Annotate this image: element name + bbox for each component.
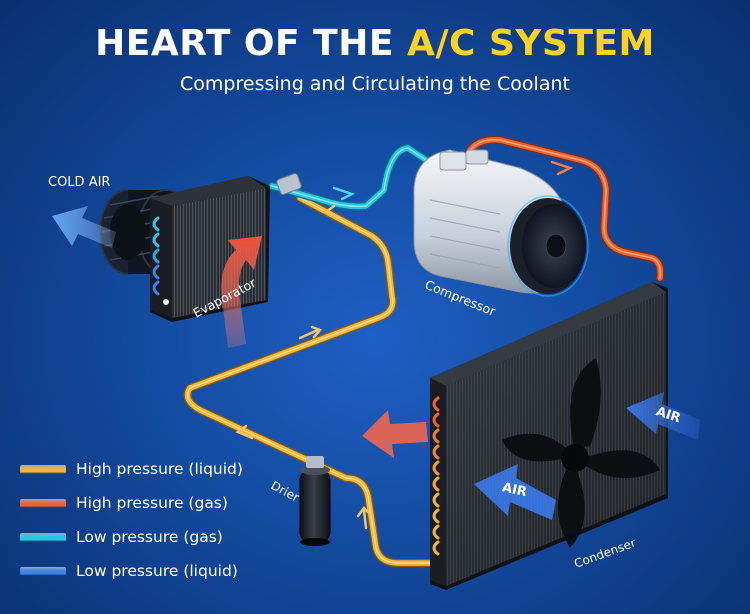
- legend-swatch: [20, 498, 66, 508]
- air-arrow-center: [474, 464, 556, 520]
- flow-arrow: [235, 424, 254, 440]
- legend-label: High pressure (gas): [76, 494, 228, 512]
- legend: High pressure (liquid) High pressure (ga…: [20, 452, 243, 588]
- expansion-valve: [276, 173, 302, 195]
- legend-item: High pressure (liquid): [20, 452, 243, 486]
- legend-swatch: [20, 566, 66, 576]
- condenser-coils: [432, 396, 440, 556]
- page-title: HEART OF THE A/C SYSTEM: [0, 22, 750, 66]
- legend-item: Low pressure (gas): [20, 520, 243, 554]
- drier-label: Drier: [269, 478, 302, 504]
- condenser-fan: [502, 358, 660, 548]
- legend-item: High pressure (gas): [20, 486, 243, 520]
- air-label-center: AIR: [501, 480, 528, 500]
- flow-arrow: [332, 186, 356, 201]
- hot-air-arrow-condenser: [362, 410, 428, 458]
- legend-label: High pressure (liquid): [76, 460, 243, 478]
- legend-label: Low pressure (gas): [76, 528, 223, 546]
- flow-arrow: [323, 204, 342, 220]
- legend-label: Low pressure (liquid): [76, 562, 238, 580]
- condenser-label: Condenser: [572, 536, 637, 571]
- header: HEART OF THE A/C SYSTEM Compressing and …: [0, 22, 750, 96]
- air-label-right: AIR: [654, 404, 682, 426]
- title-main: HEART OF THE: [95, 23, 407, 64]
- page-subtitle: Compressing and Circulating the Coolant: [180, 73, 570, 95]
- evaporator: [99, 173, 302, 322]
- flow-arrow: [310, 325, 323, 339]
- legend-item: Low pressure (liquid): [20, 554, 243, 588]
- flow-arrow: [298, 328, 320, 340]
- legend-swatch: [20, 464, 66, 474]
- pipe-high-pressure-gas: [466, 135, 665, 282]
- title-accent: A/C SYSTEM: [406, 23, 655, 64]
- evaporator-coils: [152, 216, 160, 296]
- compressor: [413, 149, 589, 297]
- drier: [299, 456, 331, 546]
- flow-arrow: [356, 506, 372, 530]
- hot-air-arrow-evaporator: [221, 236, 262, 348]
- condenser: [430, 282, 668, 590]
- air-arrow-right: [626, 392, 700, 440]
- pipe-low-pressure-gas: [268, 144, 436, 211]
- flow-arrow: [550, 160, 574, 176]
- pipe-high-pressure-liquid: [183, 194, 444, 567]
- cold-air-label: COLD AIR: [48, 175, 110, 190]
- legend-swatch: [20, 532, 66, 542]
- cold-air-arrow: [52, 206, 116, 248]
